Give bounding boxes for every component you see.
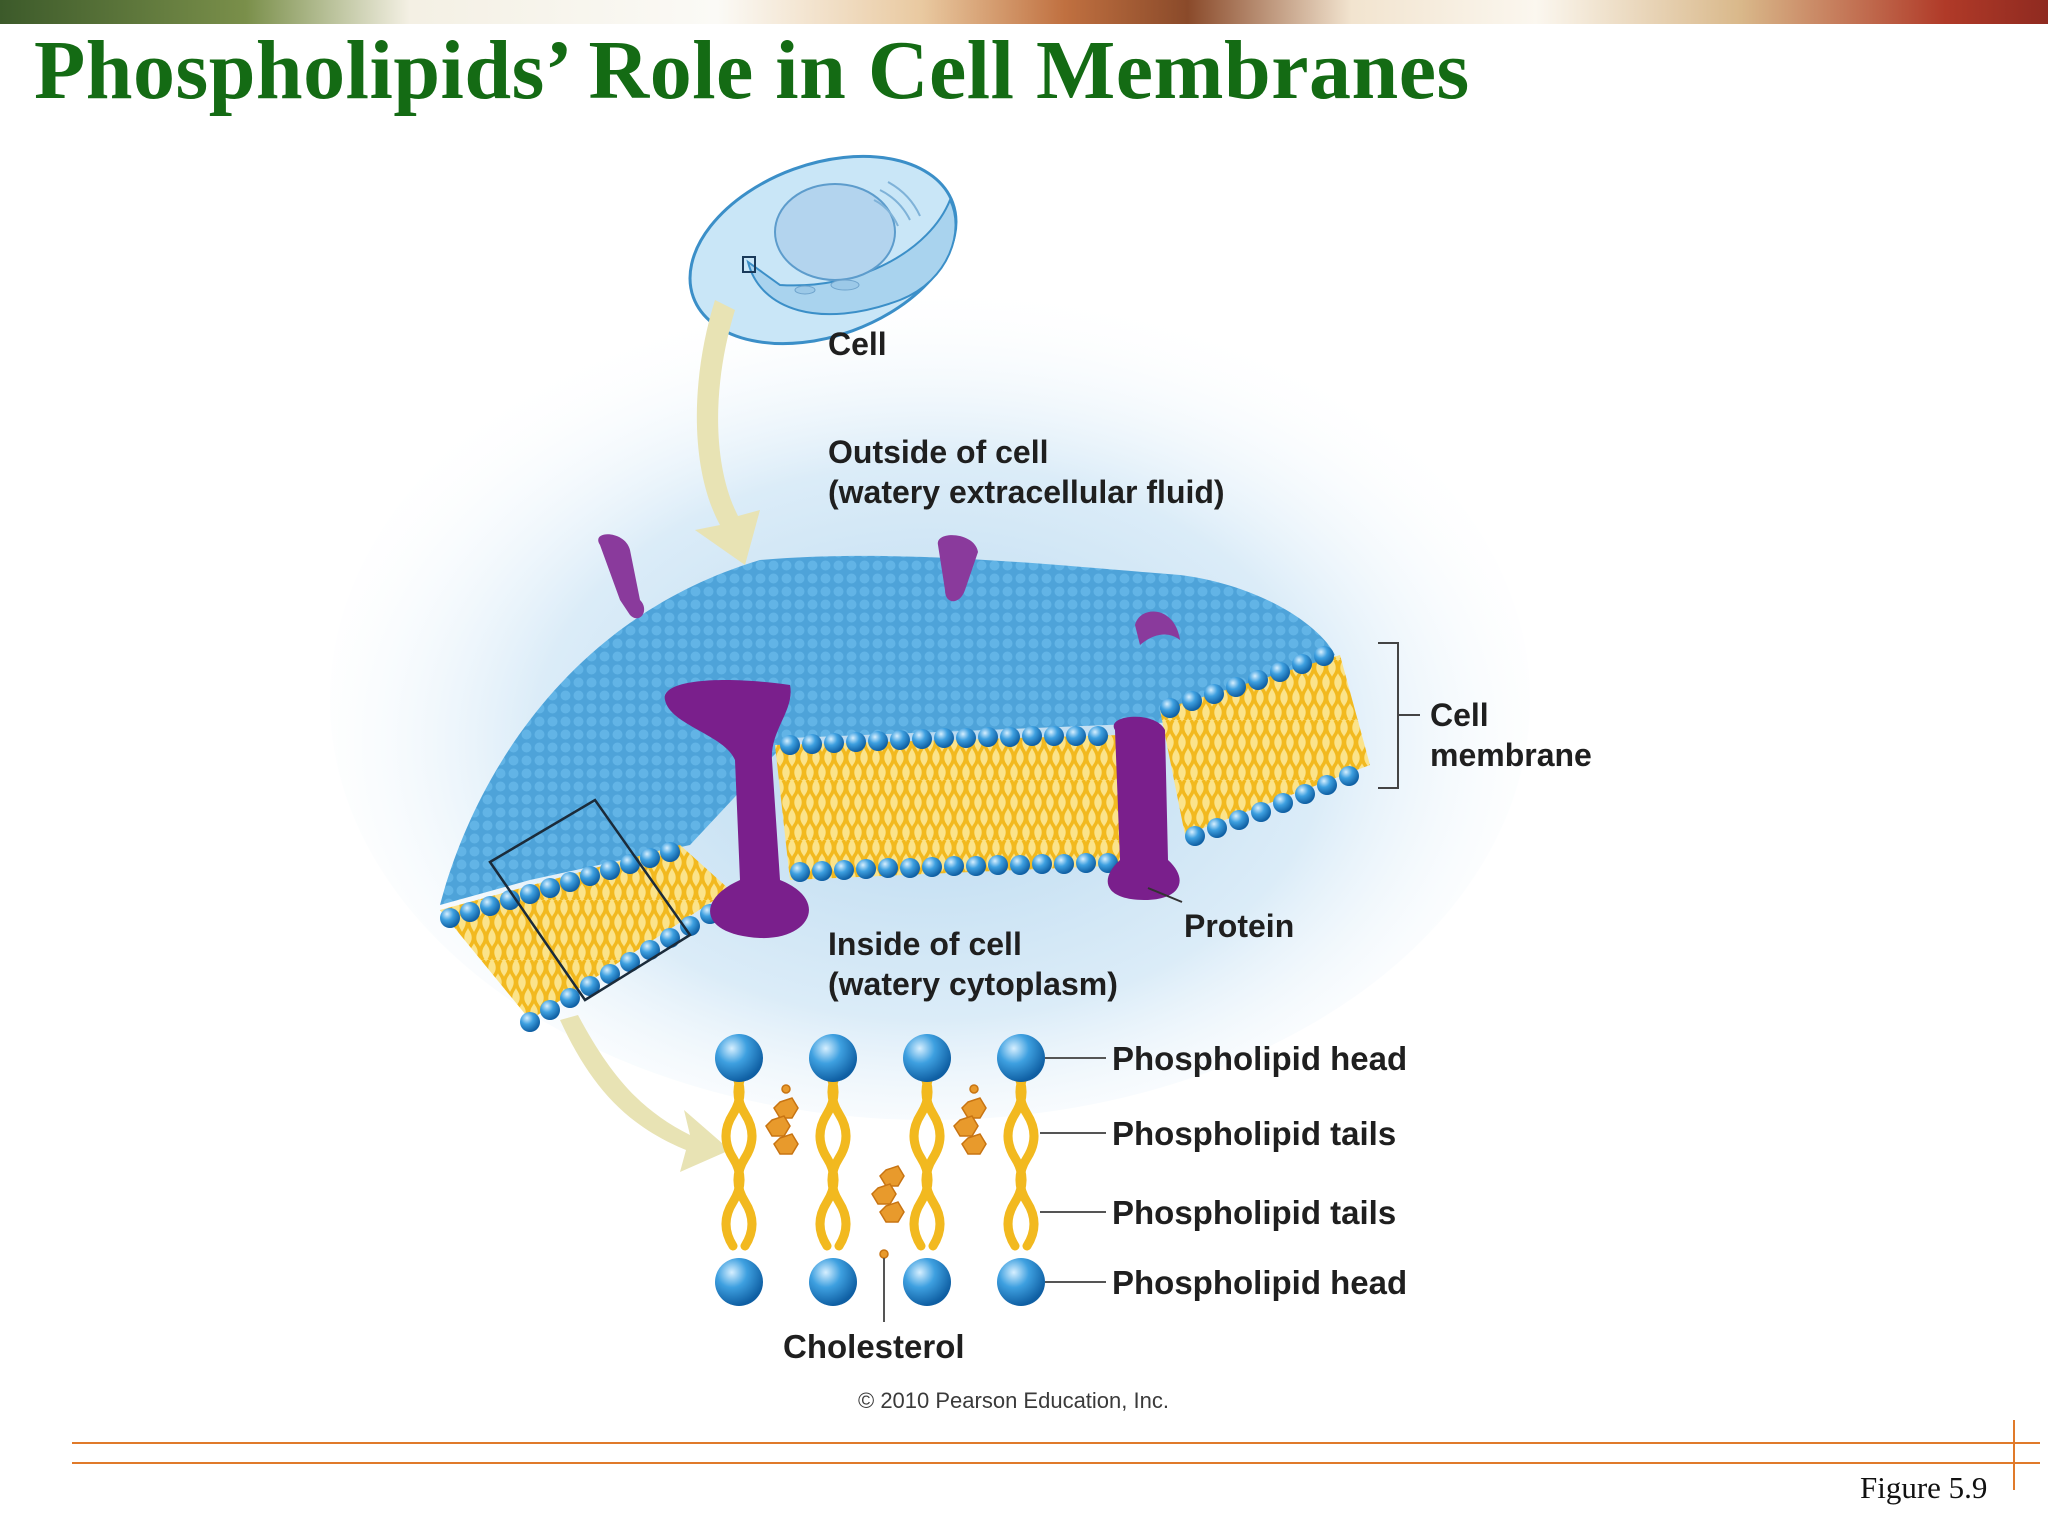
label-cell: Cell: [828, 326, 887, 362]
protein-channel-right: [1107, 716, 1180, 900]
cell-membrane-diagram: Cell Outside of cell (watery extracellul…: [330, 154, 1592, 1413]
footer-line-vertical: [2013, 1420, 2015, 1490]
phospholipid-head: [997, 1034, 1045, 1082]
zoom-box-membrane: [488, 798, 692, 1002]
cell-illustration: [688, 154, 958, 346]
phospholipid-head: [997, 1258, 1045, 1306]
cholesterol-molecule: [953, 1084, 987, 1155]
label-cell-membrane-line2: membrane: [1430, 737, 1592, 773]
zoom-arrow-1: [695, 300, 760, 565]
slide-title: Phospholipids’ Role in Cell Membranes: [34, 24, 1470, 117]
phospholipid-head: [715, 1258, 763, 1306]
detail-leader-lines: [1040, 1057, 1106, 1283]
label-inside-line1: Inside of cell: [828, 926, 1022, 962]
phospholipid-head: [809, 1258, 857, 1306]
footer-line-bottom: [72, 1462, 2040, 1464]
phospholipid-head: [903, 1034, 951, 1082]
label-inside-line2: (watery cytoplasm): [828, 966, 1118, 1002]
label-protein: Protein: [1184, 908, 1294, 944]
label-outside-line1: Outside of cell: [828, 434, 1048, 470]
membrane-slab: [440, 534, 1370, 1032]
phospholipid-detail: [715, 1034, 1045, 1322]
label-phospholipid-head-top: Phospholipid head: [1112, 1040, 1407, 1077]
phospholipid-head: [809, 1034, 857, 1082]
protein-surface-1: [598, 534, 645, 619]
protein-leader-line: [1147, 887, 1183, 903]
cell-membrane-bracket: [1378, 642, 1420, 789]
label-cholesterol: Cholesterol: [783, 1328, 965, 1365]
zoom-box-cell: [742, 256, 756, 273]
zoom-arrow-2: [560, 1015, 730, 1172]
phospholipid-head: [903, 1258, 951, 1306]
copyright-notice: © 2010 Pearson Education, Inc.: [858, 1388, 1169, 1413]
phospholipid-head: [715, 1034, 763, 1082]
protein-surface-2: [937, 535, 978, 602]
cholesterol-molecule: [765, 1084, 799, 1155]
cholesterol-molecule: [871, 1165, 905, 1259]
label-phospholipid-tails-2: Phospholipid tails: [1112, 1194, 1396, 1231]
footer-line-top: [72, 1442, 2040, 1444]
top-decorative-banner: [0, 0, 2048, 24]
label-phospholipid-tails-1: Phospholipid tails: [1112, 1115, 1396, 1152]
label-phospholipid-head-bottom: Phospholipid head: [1112, 1264, 1407, 1301]
protein-channel-left: [664, 680, 809, 939]
label-cell-membrane-line1: Cell: [1430, 697, 1489, 733]
protein-surface-3: [1135, 611, 1180, 645]
figure-number: Figure 5.9: [1860, 1470, 1988, 1505]
label-outside-line2: (watery extracellular fluid): [828, 474, 1225, 510]
